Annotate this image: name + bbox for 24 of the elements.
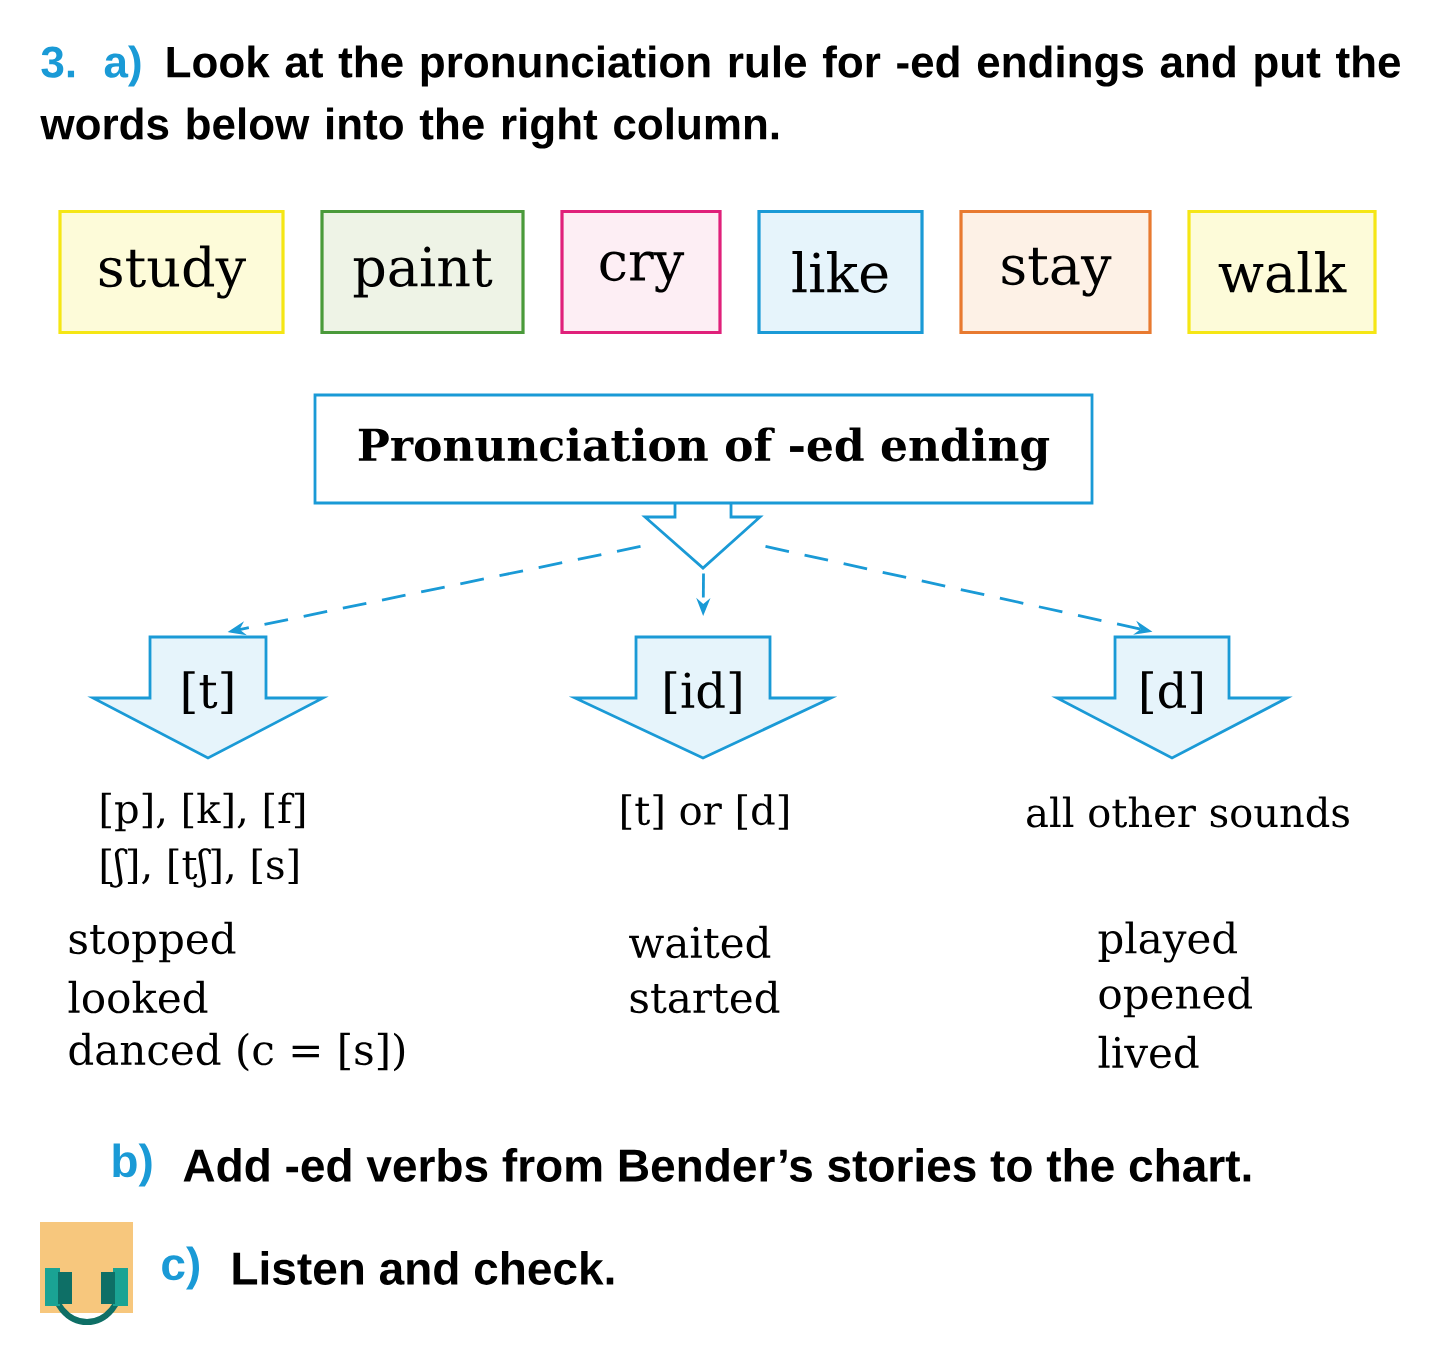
word-box: cry bbox=[560, 209, 722, 335]
example-word: lived bbox=[1098, 1035, 1199, 1069]
instruction-text: Listen and check. bbox=[233, 1251, 614, 1285]
example-word: started bbox=[630, 980, 780, 1014]
word-box: study bbox=[58, 209, 285, 335]
word-box: paint bbox=[320, 209, 525, 335]
exercise-heading: 3. a) Look at the pronunciation rule for -ed endings and put the words below into the right column. bbox=[40, 45, 1400, 149]
example-word: played bbox=[1098, 921, 1237, 963]
sound-list: all other sounds bbox=[1027, 796, 1349, 828]
example-word: looked bbox=[68, 980, 208, 1014]
sound-list: [ʃ], [tʃ], [s] bbox=[101, 848, 298, 888]
instruction-text: Add -ed verbs from Bender’s stories to the chart. bbox=[183, 1148, 1251, 1182]
example-word: opened bbox=[1099, 976, 1252, 1018]
example-word: waited bbox=[629, 925, 771, 959]
sound-list: [p], [k], [f] bbox=[101, 792, 305, 832]
task-letter: b) bbox=[113, 1143, 152, 1187]
word-box: stay bbox=[959, 209, 1152, 335]
word-box: walk bbox=[1187, 209, 1377, 335]
title-box: Pronunciation of -ed ending bbox=[313, 393, 1094, 570]
example-word: stopped bbox=[69, 921, 236, 963]
sound-list: [t] or [d] bbox=[622, 794, 788, 830]
example-word: danced (c = [s]) bbox=[69, 1032, 405, 1072]
word-box: like bbox=[757, 209, 924, 335]
task-letter: c) bbox=[162, 1246, 199, 1290]
